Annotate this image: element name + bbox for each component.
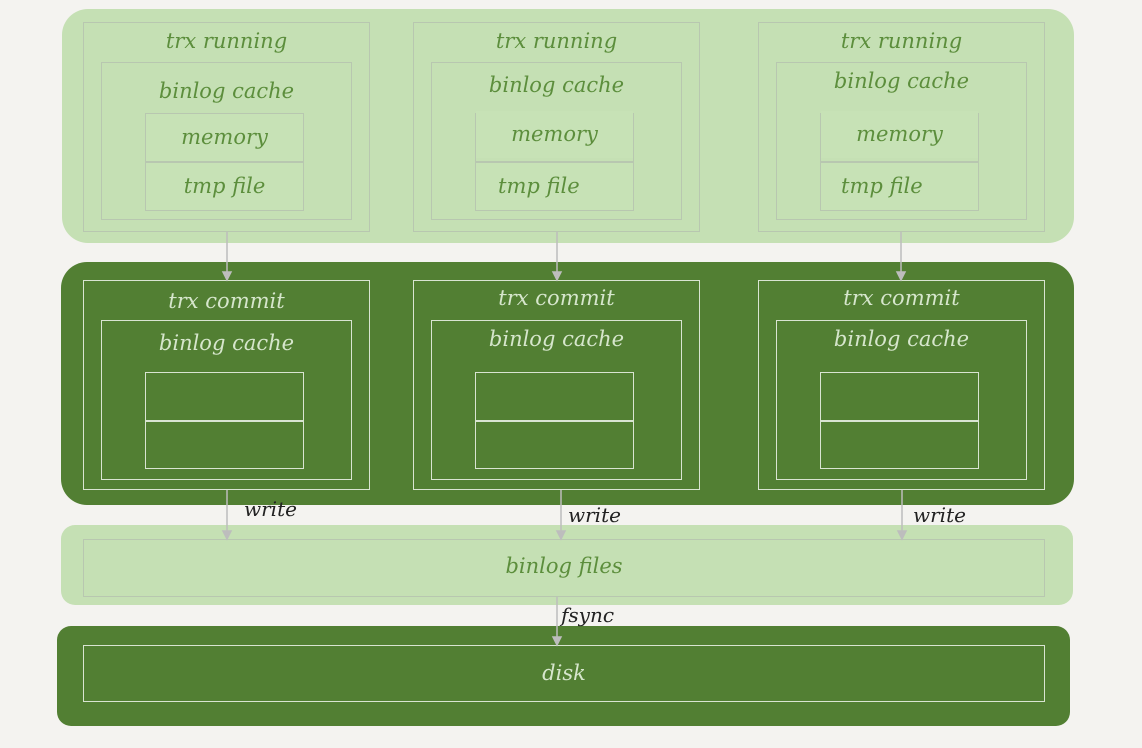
- tmp-file-cell-1: tmp file: [146, 163, 303, 210]
- cell-divider-1: [146, 161, 303, 163]
- commit-cache-box-2: binlog cache: [431, 320, 682, 480]
- cache-stack-1: memory tmp file: [145, 113, 304, 211]
- cache-stack-2: memory tmp file: [475, 111, 634, 211]
- cell-divider-3: [821, 161, 978, 163]
- binlog-cache-label-1: binlog cache: [158, 79, 295, 103]
- cache-stack-3: memory tmp file: [820, 111, 979, 211]
- cell-divider-2: [476, 161, 633, 163]
- trx-running-box-1: trx running: [83, 22, 370, 232]
- binlog-cache-box-1: binlog cache: [101, 62, 352, 220]
- trx-commit-box-2: trx commit: [413, 280, 700, 490]
- disk-label: disk: [542, 661, 586, 685]
- disk-box: disk: [83, 645, 1045, 702]
- trx-running-label-1: trx running: [165, 29, 288, 53]
- arrowhead-fsync: [551, 636, 563, 647]
- binlog-cache-label-3: binlog cache: [833, 69, 970, 93]
- trx-commit-label-1: trx commit: [168, 289, 285, 313]
- trx-running-box-2: trx running: [413, 22, 700, 232]
- binlog-files-band: [61, 525, 1073, 605]
- trx-commit-box-3: trx commit: [758, 280, 1045, 490]
- commit-cache-box-3: binlog cache: [776, 320, 1027, 480]
- trx-running-box-3: trx running: [758, 22, 1045, 232]
- binlog-cache-box-2: binlog cache: [431, 62, 682, 220]
- empty-stack-1: [145, 372, 304, 469]
- empty-divider-2: [476, 420, 633, 422]
- empty-divider-3: [821, 420, 978, 422]
- trx-running-label-2: trx running: [495, 29, 618, 53]
- disk-band: [57, 626, 1070, 726]
- commit-cache-label-2: binlog cache: [488, 327, 625, 351]
- trx-commit-label-2: trx commit: [498, 286, 615, 310]
- write-label-1: write: [244, 497, 297, 521]
- trx-commit-label-3: trx commit: [843, 286, 960, 310]
- binlog-files-box: binlog files: [83, 539, 1045, 597]
- arrowhead-running-commit-3: [895, 271, 907, 282]
- arrowhead-write-2: [555, 530, 567, 541]
- empty-divider-1: [146, 420, 303, 422]
- arrowhead-write-3: [896, 530, 908, 541]
- write-label-2: write: [568, 503, 621, 527]
- binlog-cache-label-2: binlog cache: [488, 73, 625, 97]
- binlog-cache-box-3: binlog cache: [776, 62, 1027, 220]
- empty-stack-2: [475, 372, 634, 469]
- empty-stack-3: [820, 372, 979, 469]
- commit-band: [61, 262, 1074, 505]
- tmp-file-cell-3: tmp file: [821, 163, 978, 210]
- arrowhead-running-commit-2: [551, 271, 563, 282]
- write-label-3: write: [913, 503, 966, 527]
- fsync-label: fsync: [561, 603, 615, 627]
- commit-cache-label-1: binlog cache: [158, 331, 295, 355]
- arrowhead-write-1: [221, 530, 233, 541]
- memory-cell-1: memory: [146, 114, 303, 161]
- trx-running-label-3: trx running: [840, 29, 963, 53]
- commit-cache-box-1: binlog cache: [101, 320, 352, 480]
- tmp-file-cell-2: tmp file: [476, 163, 633, 210]
- memory-cell-3: memory: [821, 111, 978, 158]
- commit-cache-label-3: binlog cache: [833, 327, 970, 351]
- binlog-files-label: binlog files: [505, 554, 623, 578]
- memory-cell-2: memory: [476, 111, 633, 158]
- arrowhead-running-commit-1: [221, 271, 233, 282]
